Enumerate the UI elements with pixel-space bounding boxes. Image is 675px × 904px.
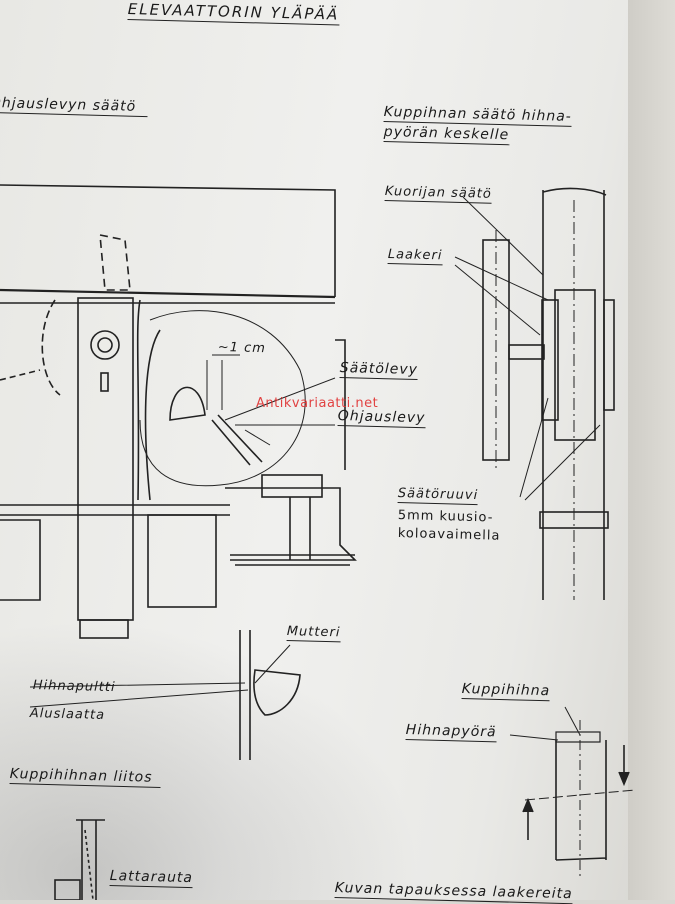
page-edge	[628, 0, 675, 900]
small-pulley	[509, 706, 636, 880]
label-flat-iron: Lattarauta	[109, 868, 194, 889]
label-adjust-screw: Säätöruuvi	[397, 486, 479, 506]
label-scraper-adjustment: Kuorijan säätö	[384, 184, 492, 204]
label-hex-key-2: koloavaimella	[397, 526, 501, 544]
label-nut: Mutteri	[286, 624, 341, 643]
flat-iron-detail	[54, 819, 105, 900]
belt-bolt-detail	[29, 630, 301, 760]
label-belt-bolt: Hihnapultti	[32, 678, 116, 696]
section-guide-plate-adjustment: Ohjauslevyn säätö	[0, 95, 149, 118]
label-washer: Aluslaatta	[29, 706, 106, 723]
section-bucket-belt-adjustment-2: pyörän keskelle	[383, 124, 510, 146]
label-bucket-belt: Kuppihihna	[461, 681, 551, 702]
pulley-assembly	[454, 187, 615, 600]
label-guide-plate: Ohjauslevy	[337, 408, 426, 429]
label-belt-pulley: Hihnapyörä	[405, 722, 497, 743]
label-gap: ~1 cm	[217, 340, 267, 357]
label-hex-key-1: 5mm kuusio-	[397, 508, 494, 526]
elevator-head-housing	[0, 184, 357, 639]
label-bearing: Laakeri	[387, 247, 443, 266]
watermark: Antikvariaatti.net	[256, 396, 379, 411]
label-adjust-plate: Säätölevy	[339, 360, 419, 381]
hand-shadow	[0, 620, 420, 900]
